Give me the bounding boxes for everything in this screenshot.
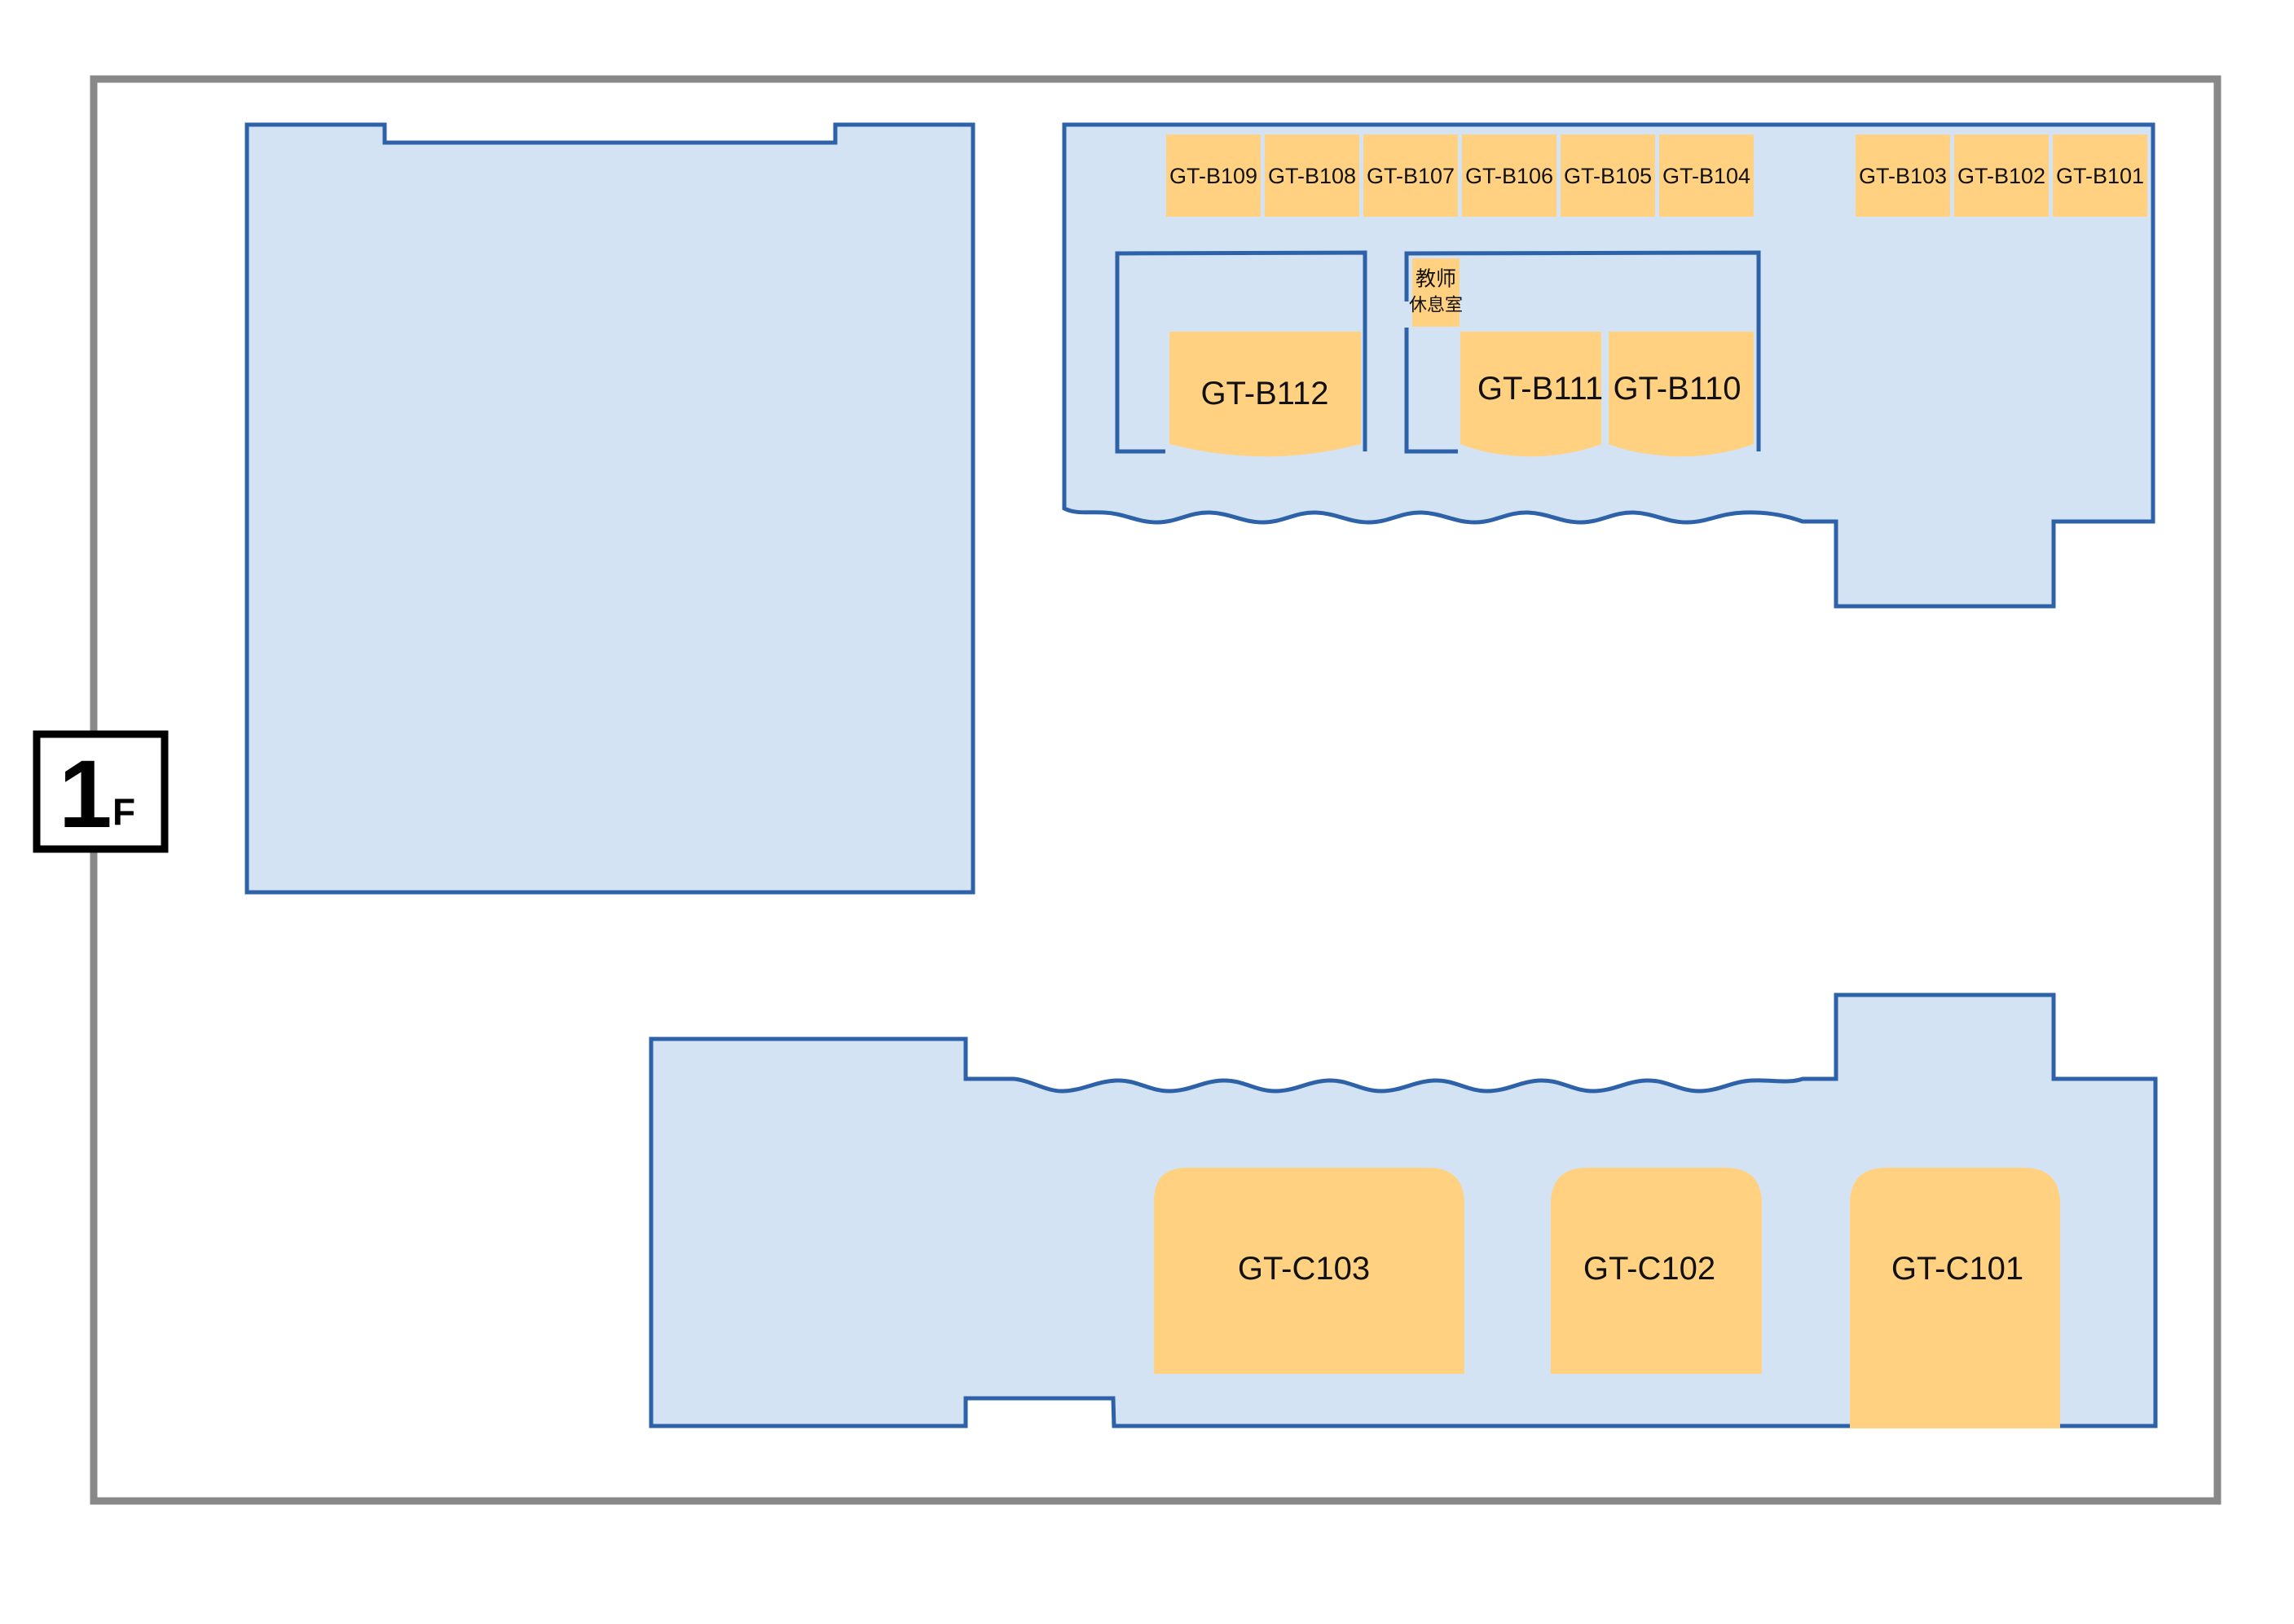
room-gt-c102[interactable]: GT-C102 [1551,1168,1762,1374]
room-gt-b102[interactable]: GT-B102 [1954,134,2049,217]
room-label: GT-B104 [1662,164,1750,188]
inner-wall-b112 [1115,250,1367,454]
small-rooms-row: GT-B109 GT-B108 GT-B107 GT-B106 GT-B105 … [1166,134,2147,217]
teacher-lounge-label-line2: 休息室 [1409,296,1463,316]
room-label: GT-C103 [1238,1251,1370,1287]
room-gt-b111[interactable]: GT-B111 [1460,332,1603,457]
room-gt-c103[interactable]: GT-C103 [1154,1168,1464,1374]
building-left [244,122,975,895]
room-label: GT-B108 [1268,164,1356,188]
room-gt-b110[interactable]: GT-B110 [1609,332,1754,457]
room-gt-b105[interactable]: GT-B105 [1561,134,1655,217]
room-label: GT-B105 [1564,164,1652,188]
room-gt-b103[interactable]: GT-B103 [1856,134,1950,217]
room-gt-b104[interactable]: GT-B104 [1659,134,1754,217]
room-label: GT-B110 [1613,371,1741,407]
room-gt-b106[interactable]: GT-B106 [1462,134,1556,217]
teacher-lounge-label-line1: 教师 [1416,267,1456,291]
room-label: GT-C101 [1891,1251,2023,1287]
room-gt-b101[interactable]: GT-B101 [2053,134,2147,217]
room-label: GT-B101 [2056,164,2144,188]
room-label: GT-B102 [1957,164,2045,188]
inner-wall-b111-b110 [1404,250,1761,454]
room-label: GT-B112 [1200,376,1328,412]
room-label: GT-B103 [1859,164,1947,188]
floor-number: 1 [59,741,112,848]
room-gt-b109[interactable]: GT-B109 [1166,134,1261,217]
room-gt-c101[interactable]: GT-C101 [1850,1168,2060,1428]
room-gt-b107[interactable]: GT-B107 [1363,134,1458,217]
room-teacher-lounge[interactable]: 教师 休息室 [1409,258,1463,327]
room-label: GT-B109 [1169,164,1257,188]
floor-letter: F [112,790,135,833]
room-label: GT-C102 [1583,1251,1715,1287]
room-label: GT-B107 [1367,164,1455,188]
room-label: GT-B111 [1477,371,1603,407]
room-gt-b108[interactable]: GT-B108 [1265,134,1359,217]
floor-indicator: 1 F [33,730,169,853]
floor-indicator-box [33,730,169,853]
room-gt-b112[interactable]: GT-B112 [1169,332,1361,457]
room-label: GT-B106 [1465,164,1553,188]
